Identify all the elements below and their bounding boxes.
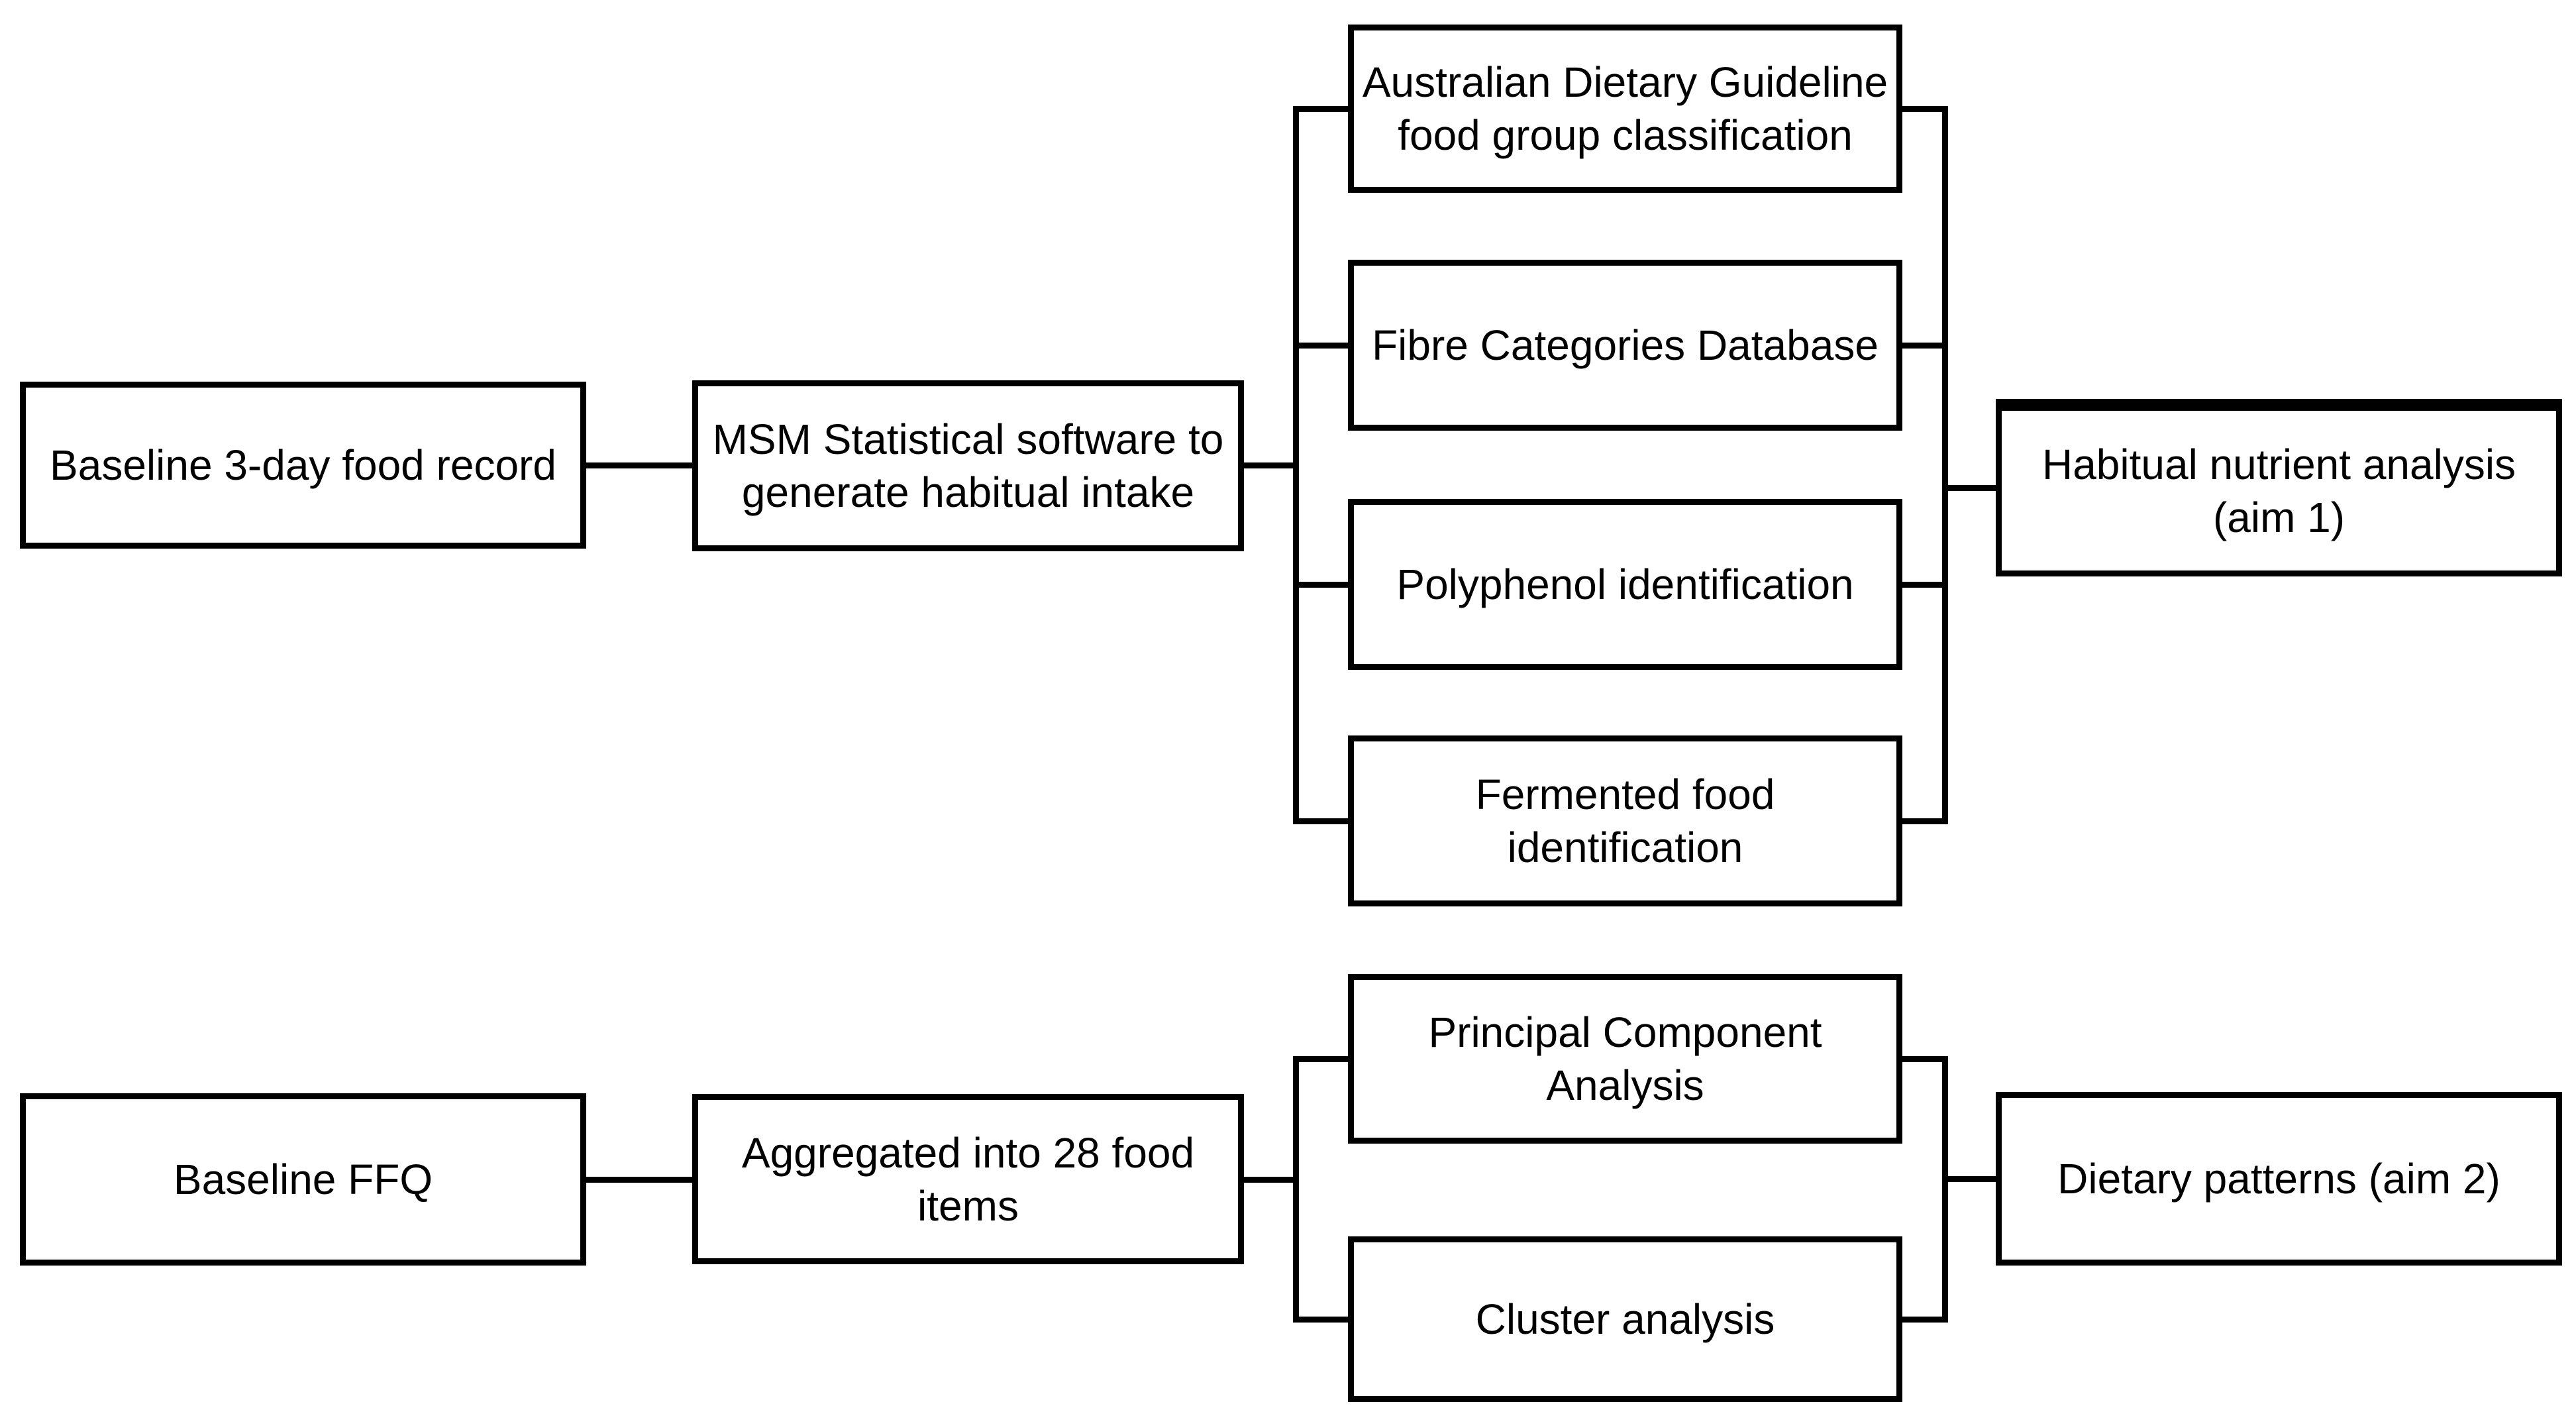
- node-fermented-food-identification: Fermented food identification: [1348, 735, 1902, 906]
- node-fibre-categories-database: Fibre Categories Database: [1348, 260, 1902, 431]
- node-polyphenol-identification: Polyphenol identification: [1348, 499, 1902, 670]
- collector-rail-bottom-right: [1942, 1056, 1948, 1323]
- edge-polyphenol-to-collector: [1902, 582, 1948, 588]
- edge-aggregated-to-branch-rail: [1244, 1177, 1299, 1183]
- edge-rail-to-cluster: [1293, 1317, 1348, 1323]
- edge-rail-to-fermented: [1293, 818, 1348, 824]
- node-australian-dietary-guideline: Australian Dietary Guideline food group …: [1348, 25, 1902, 193]
- node-principal-component-analysis: Principal Component Analysis: [1348, 974, 1902, 1144]
- edge-adg-to-collector: [1902, 106, 1948, 112]
- edge-collector-to-dietary-patterns: [1942, 1176, 1996, 1182]
- edge-rail-to-fibre: [1293, 343, 1348, 349]
- edge-rail-to-pca: [1293, 1056, 1348, 1062]
- collector-rail-top-right: [1942, 106, 1948, 824]
- node-aggregated-28-food-items: Aggregated into 28 food items: [692, 1094, 1244, 1264]
- branch-rail-top-left: [1293, 106, 1299, 824]
- node-baseline-3day-food-record: Baseline 3-day food record: [20, 382, 586, 549]
- edge-fibre-to-collector: [1902, 343, 1948, 349]
- edge-rail-to-adg: [1293, 106, 1348, 112]
- edge-pca-to-collector: [1902, 1056, 1948, 1062]
- edge-msm-to-branch-rail: [1244, 462, 1299, 468]
- node-dietary-patterns-aim2: Dietary patterns (aim 2): [1996, 1092, 2562, 1266]
- edge-fermented-to-collector: [1902, 818, 1948, 824]
- node-msm-statistical-software: MSM Statistical software to generate hab…: [692, 380, 1244, 551]
- edge-cluster-to-collector: [1902, 1317, 1948, 1323]
- branch-rail-bottom-left: [1293, 1056, 1299, 1323]
- edge-rail-to-polyphenol: [1293, 582, 1348, 588]
- node-baseline-ffq: Baseline FFQ: [20, 1093, 586, 1266]
- node-cluster-analysis: Cluster analysis: [1348, 1236, 1902, 1402]
- edge-collector-to-habitual: [1942, 485, 1996, 491]
- edge-ffq-to-aggregated: [586, 1177, 692, 1183]
- edge-baseline-to-msm: [586, 462, 692, 468]
- node-habitual-nutrient-analysis-aim1: Habitual nutrient analysis (aim 1): [1996, 399, 2562, 576]
